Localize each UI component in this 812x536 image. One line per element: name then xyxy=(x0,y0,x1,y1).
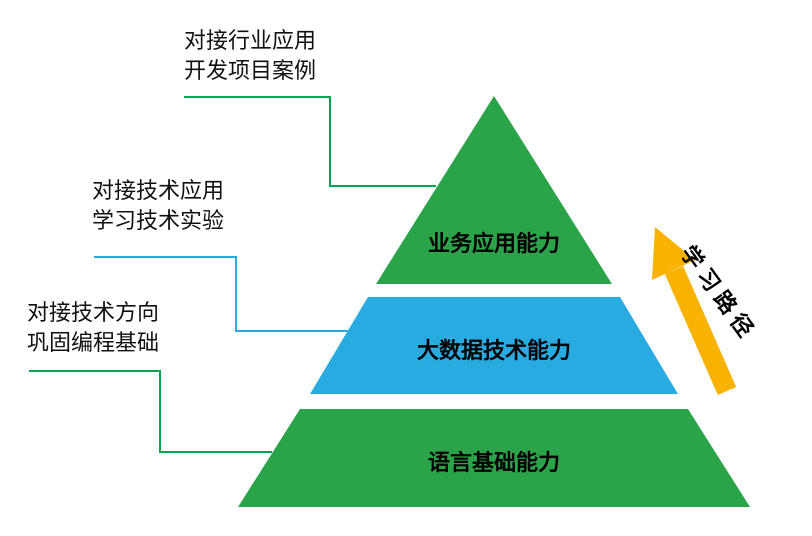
learning-path-arrow-head xyxy=(652,227,695,280)
annotation-top: 对接行业应用 开发项目案例 xyxy=(184,26,316,86)
learning-path-arrow-shaft xyxy=(664,265,737,396)
annotation-bottom: 对接技术方向 巩固编程基础 xyxy=(27,298,159,358)
annotation-top-line2: 开发项目案例 xyxy=(184,58,317,83)
pyramid-level-bottom-label: 语言基础能力 xyxy=(427,450,560,475)
annotation-middle-line1: 对接技术应用 xyxy=(92,178,225,203)
annotation-bottom-line1: 对接技术方向 xyxy=(27,300,160,325)
annotation-top-line1: 对接行业应用 xyxy=(184,28,317,53)
connector-line-middle xyxy=(94,256,348,332)
pyramid-level-middle-shape xyxy=(310,297,678,394)
pyramid-level-bottom-shape xyxy=(238,409,750,507)
annotation-bottom-line2: 巩固编程基础 xyxy=(27,330,160,355)
connector-line-bottom xyxy=(29,370,272,453)
pyramid-level-middle-label: 大数据技术能力 xyxy=(416,338,571,363)
connector-line-top xyxy=(184,96,436,187)
pyramid-level-top-shape xyxy=(376,96,612,284)
annotation-middle: 对接技术应用 学习技术实验 xyxy=(92,176,224,236)
pyramid-level-top-label: 业务应用能力 xyxy=(427,231,560,256)
annotation-middle-line2: 学习技术实验 xyxy=(92,208,225,233)
